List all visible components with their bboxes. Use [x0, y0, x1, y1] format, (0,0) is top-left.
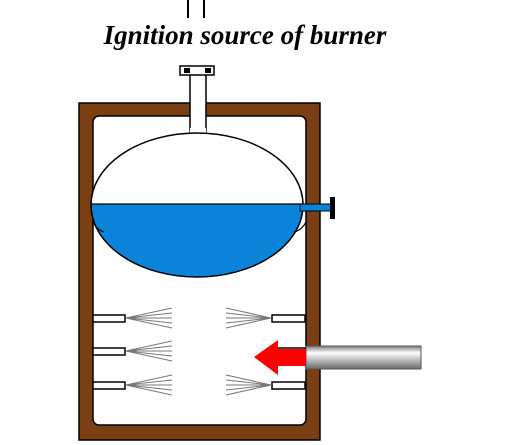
burner-nozzles-left	[92, 314, 126, 390]
burner-nozzle	[92, 347, 126, 356]
burner-nozzle	[271, 314, 306, 323]
neck-flange	[179, 65, 215, 76]
flame-spray-right-3	[225, 374, 272, 396]
vessel-support-right	[293, 221, 307, 233]
burner-nozzle	[92, 314, 126, 323]
flange-bolt-right	[205, 68, 211, 73]
flame-spray-left-2	[125, 340, 173, 362]
flange-bolt-left	[184, 68, 190, 73]
flame-spray-left-3	[125, 374, 173, 396]
burner-nozzle	[271, 381, 306, 390]
flame-spray-right-1	[225, 307, 272, 329]
ignition-probe	[305, 345, 422, 370]
vessel-support-left	[92, 221, 105, 233]
burner-nozzle	[92, 381, 126, 390]
ignition-arrow	[254, 340, 306, 375]
diagram-title: Ignition source of burner	[103, 20, 387, 50]
flame-spray-left-1	[125, 307, 173, 329]
flame-sprays	[125, 307, 272, 396]
outlet-valve	[330, 197, 335, 219]
outlet-pipe	[299, 203, 333, 212]
